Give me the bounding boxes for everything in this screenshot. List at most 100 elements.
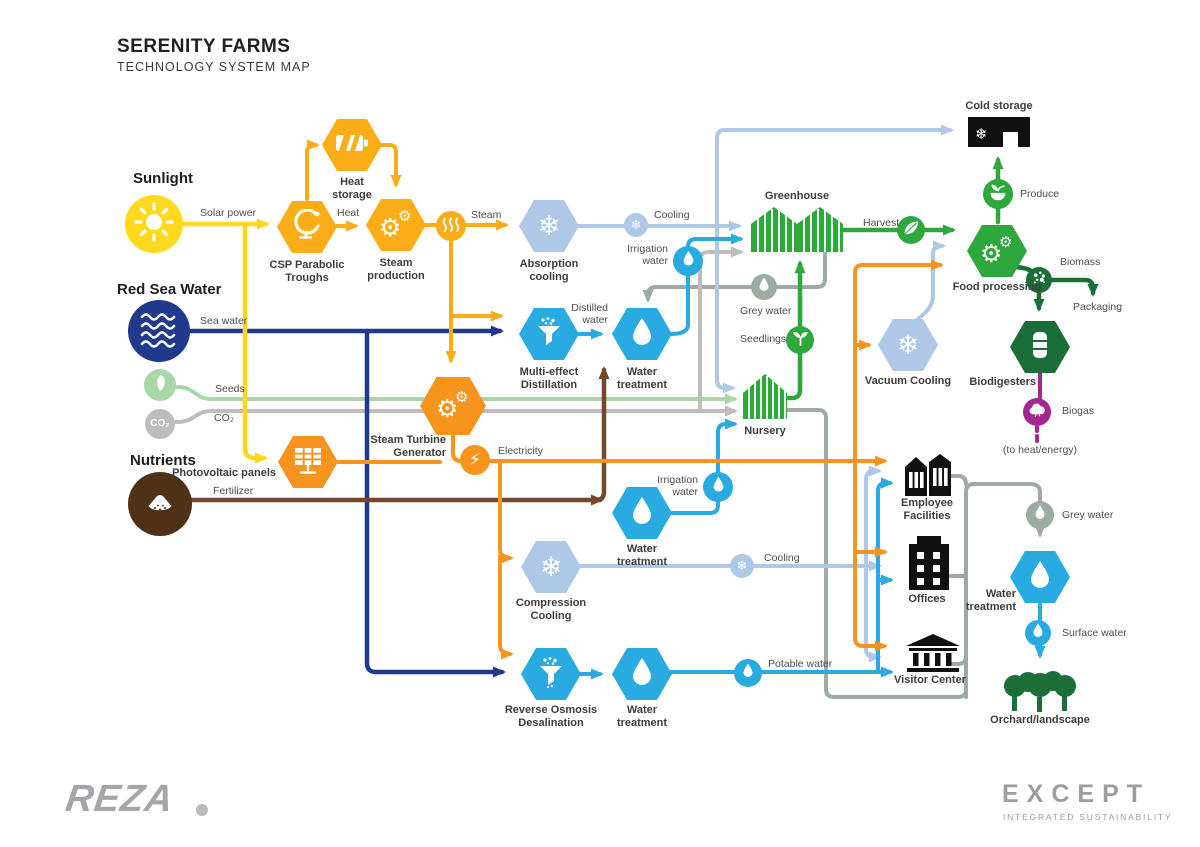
electricity-flow-node: ⚡ <box>460 445 490 475</box>
sea-water-flow-label: Sea water <box>200 315 248 327</box>
battery-icon <box>335 130 369 161</box>
cold-storage-building: ❄ <box>967 116 1031 153</box>
snowflake-icon: ❄ <box>537 210 561 242</box>
water-treatment-right-label: Water treatment <box>965 588 1016 613</box>
edge-electricity-ro <box>498 554 514 660</box>
seedlings-flow-label: Seedlings <box>740 333 787 345</box>
co2-icon: CO₂ <box>150 418 170 429</box>
vacuum-cooling-label: Vacuum Cooling <box>864 375 952 387</box>
node-compression-cooling: ❄ <box>521 541 581 593</box>
offices-icon <box>909 536 949 590</box>
droplet-icon <box>630 317 654 352</box>
employee-facilities-label: Employee Facilities <box>901 497 953 522</box>
sprout-icon <box>792 329 809 351</box>
leaf-icon <box>903 220 919 241</box>
edge-cooling-visitor <box>864 564 882 663</box>
edge-nursery-greywater <box>784 408 968 699</box>
harvest-flow-label: Harvest <box>863 217 900 229</box>
edge-water-employee <box>876 477 894 674</box>
orchard-label: Orchard/landscape <box>990 714 1090 726</box>
water-treatment-bottom-label: Water treatment <box>616 704 668 729</box>
biodigesters-label: Biodigesters <box>969 376 1036 388</box>
funnel-icon <box>536 656 566 693</box>
steam-production-label: Steam production <box>367 257 425 282</box>
biomass-flow-label: Biomass <box>1060 256 1101 268</box>
solar-power-flow-label: Solar power <box>200 207 257 219</box>
reza-logo: REZA <box>63 778 177 820</box>
irrigation-mid-flow-label: Irrigation water <box>657 474 698 499</box>
photovoltaic-panels-label: Photovoltaic panels <box>172 467 276 479</box>
node-csp <box>277 201 337 253</box>
droplet-icon <box>1028 560 1052 595</box>
sunlight-label: Sunlight <box>133 170 193 187</box>
employee-facilities-icon <box>905 454 951 496</box>
csp-label: CSP Parabolic Troughs <box>269 259 345 284</box>
edge-electricity-compression <box>498 459 514 564</box>
greywater-flow-node-mid <box>751 274 777 300</box>
produce-flow-label: Produce <box>1020 188 1060 200</box>
heat-storage-label: Heat storage <box>332 176 372 201</box>
offices-label: Offices <box>908 593 946 605</box>
solar-panel-icon <box>291 445 325 480</box>
edge-employee-greywater <box>948 474 968 486</box>
offices-building <box>907 536 951 595</box>
node-reverse-osmosis <box>521 648 581 700</box>
edge-cooling-nursery <box>715 224 736 394</box>
potable-flow-node <box>734 659 762 687</box>
seeds-source <box>144 369 176 401</box>
droplet-icon <box>1034 505 1046 525</box>
particles-icon <box>1031 269 1048 291</box>
surface-water-flow-node <box>1025 620 1051 646</box>
grey-water-right-flow-label: Grey water <box>1062 509 1114 521</box>
irrigation-flow-node-top <box>673 246 703 276</box>
nutrients-source <box>128 472 192 536</box>
greenhouse-label: Greenhouse <box>764 190 830 202</box>
edge-greenhouse-greywater <box>642 251 827 303</box>
snowflake-icon: ❄ <box>539 551 563 583</box>
edge-vacuum-food <box>912 240 946 324</box>
droplet-icon <box>712 476 725 498</box>
orchard-icon <box>1004 671 1076 712</box>
nursery-label: Nursery <box>744 425 786 437</box>
snowflake-icon: ❄ <box>630 217 642 233</box>
cooling-flow-node-mid: ❄ <box>730 554 754 578</box>
surface-water-flow-label: Surface water <box>1062 627 1127 639</box>
steam-turbine-generator-label: Steam Turbine Generator <box>370 434 446 459</box>
svg-text:❄: ❄ <box>975 125 988 143</box>
droplet-icon <box>682 250 695 272</box>
node-steam-production: ⚙⚙ <box>366 199 426 251</box>
cooling-mid-flow-label: Cooling <box>764 552 800 564</box>
page-subtitle: TECHNOLOGY SYSTEM MAP <box>117 60 311 74</box>
co2-source: CO₂ <box>145 409 175 439</box>
node-absorption-cooling: ❄ <box>519 200 579 252</box>
biomass-flow-node <box>1026 267 1052 293</box>
produce-flow-node <box>983 179 1013 209</box>
node-water-treatment-bottom <box>612 648 672 700</box>
biogas-flow-label: Biogas <box>1062 405 1095 417</box>
seed-icon <box>152 374 168 397</box>
greywater-flow-node-right <box>1026 501 1054 529</box>
edge-solar-pv <box>242 221 268 464</box>
edge-irrigation-nursery <box>669 418 738 515</box>
edge-csp-heat-storage <box>305 139 320 201</box>
droplet-icon <box>630 657 654 692</box>
reza-logo-dot <box>196 804 208 816</box>
fertilizer-pile-icon <box>140 482 180 527</box>
grey-water-mid-flow-label: Grey water <box>740 305 792 317</box>
water-treatment-top-label: Water treatment <box>616 366 668 391</box>
biogas-flow-node <box>1023 398 1051 426</box>
edge-packaging <box>1048 277 1099 297</box>
edge-electricity-food <box>853 259 944 463</box>
absorption-cooling-label: Absorption cooling <box>519 258 579 283</box>
page-title: SERENITY FARMS <box>117 36 291 57</box>
to-heat-energy-label: (to heat/energy) <box>1002 444 1078 456</box>
greenhouse-icon <box>751 207 843 252</box>
packaging-flow-label: Packaging <box>1073 301 1123 313</box>
cold-storage-label: Cold storage <box>965 100 1033 112</box>
nutrients-label: Nutrients <box>130 452 196 469</box>
fertilizer-flow-label: Fertilizer <box>213 485 254 497</box>
compression-cooling-label: Compression Cooling <box>515 597 587 622</box>
tank-icon <box>1028 330 1052 365</box>
cooling-flow-node: ❄ <box>624 213 648 237</box>
